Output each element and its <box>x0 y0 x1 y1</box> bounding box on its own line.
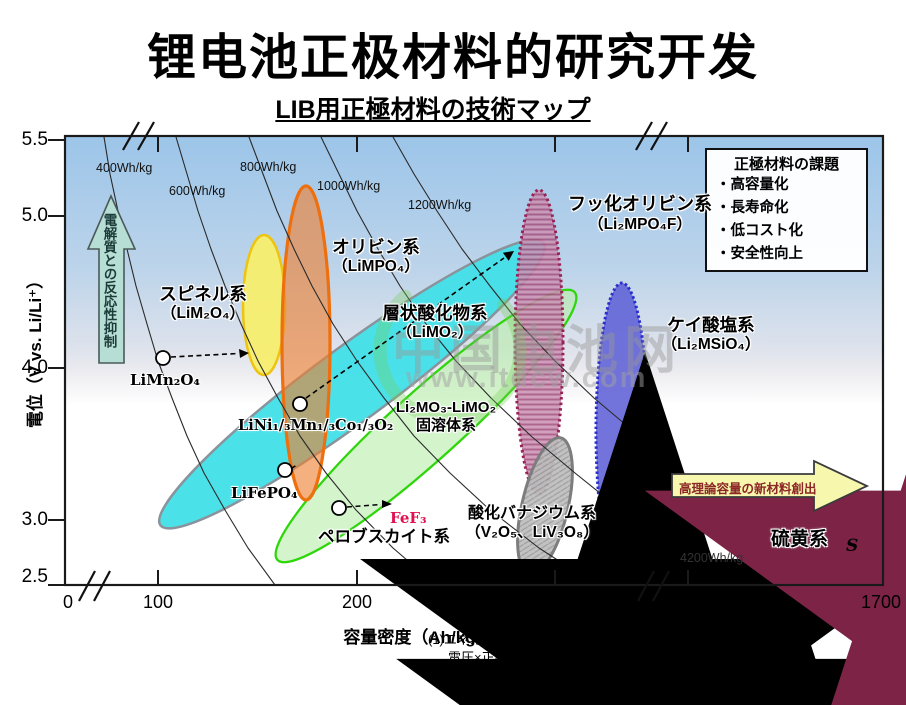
new-materials-arrow-shape <box>671 459 870 513</box>
arrowheads <box>239 251 514 508</box>
electrolyte-arrow-label: 電解質との反応性抑制 <box>101 213 117 348</box>
x-tick-200: 200 <box>341 592 373 612</box>
issue-item-capacity: ・高容量化 <box>716 177 789 193</box>
new-materials-arrow-label: 高理論容量の新材料創出 <box>679 482 817 496</box>
lifepo4-link-line <box>291 464 297 469</box>
limn2o4-arrow-line <box>170 352 239 358</box>
issues-box-title: 正極材料の課題 <box>733 156 839 173</box>
silicate-name: ケイ酸塩系 <box>667 315 755 335</box>
chart-title: LIB用正極材料の技術マップ <box>275 96 591 124</box>
spinel-formula: （LiM₂O₄） <box>160 305 246 323</box>
footnote-line3: (2)○は現行技術レベル、★は理論容量 <box>428 668 646 683</box>
contour-label-1200: 1200Wh/kg <box>408 198 472 212</box>
nmc-label: LiNi₁/₃Mn₁/₃Co₁/₃O₂ <box>238 417 394 434</box>
contour-1200 <box>392 136 660 454</box>
contour-label-1000: 1000Wh/kg <box>317 179 381 193</box>
issue-item-cost: ・低コスト化 <box>716 222 803 239</box>
issues-box: 正極材料の課題 ・高容量化 ・長寿命化 ・低コスト化 ・安全性向上 <box>705 148 868 272</box>
y-tick-5_5: 5.5 <box>21 129 48 150</box>
fef3-label: FeF₃ <box>390 509 427 527</box>
axis-break-marks <box>78 121 670 602</box>
x-tick-100: 100 <box>142 592 174 612</box>
layered-oxide-label: 層状酸化物系 （LiMO₂） <box>371 303 499 343</box>
y-tick-4_0: 4.0 <box>21 357 48 378</box>
olivine-name: オリビン系 <box>332 237 420 257</box>
x-axis-title: 容量密度（Ah/kg） <box>343 628 493 647</box>
ellipse-olivine <box>280 184 332 502</box>
solid-solution-line1: Li₂MO₃-LiMO₂ <box>395 399 497 416</box>
limn2o4-label: LiMn₂O₄ <box>130 371 200 389</box>
layered-formula: （LiMO₂） <box>396 324 474 342</box>
olivine-label: オリビン系 （LiMPO₄） <box>316 237 436 277</box>
x-tick-300: 300 <box>539 592 571 612</box>
x-tick-1600: 1600 <box>667 592 709 612</box>
silicate-label: ケイ酸塩系 （Li₂MSiO₄） <box>636 315 786 355</box>
contour-600 <box>175 136 437 586</box>
contour-label-600: 600Wh/kg <box>169 184 226 198</box>
olivine-formula: （LiMPO₄） <box>332 258 420 276</box>
y-tick-3_0: 3.0 <box>21 509 48 530</box>
sulfur-label: 硫黄系 <box>771 529 829 550</box>
silicate-formula: （Li₂MSiO₄） <box>661 336 761 354</box>
solid-solution-label: Li₂MO₃-LiMO₂ 固溶体系 <box>382 399 510 436</box>
ellipse-solid-solution <box>274 288 578 564</box>
y-tick-2_5: 2.5 <box>21 566 48 587</box>
contour-label-800: 800Wh/kg <box>240 160 297 174</box>
ellipse-fluoroolivine <box>513 188 565 496</box>
contour-1000 <box>320 136 652 529</box>
sulfur-symbol-label: S <box>846 536 859 556</box>
electrolyte-arrow-shape <box>86 194 137 364</box>
current-level-markers <box>155 350 347 516</box>
plot-frame <box>48 121 885 602</box>
y-axis-title: 電位（V vs. Li/Li⁺） <box>26 271 45 429</box>
material-ellipses <box>157 184 650 581</box>
vanadium-name: 酸化バナジウム系 <box>467 505 596 522</box>
nmc-arrow-line <box>305 257 505 399</box>
y-tick-5_0: 5.0 <box>21 205 48 226</box>
lifepo4-label: LiFePO₄ <box>231 484 298 502</box>
contour-label-4200: 4200Wh/kg <box>680 551 744 565</box>
fluoroolivine-label: フッ化オリビン系 （Li₂MPO₄F） <box>560 194 720 235</box>
nmc-circle-marker <box>292 396 308 412</box>
spinel-label: スピネル系 （LiM₂O₄） <box>148 284 258 324</box>
spinel-name: スピネル系 <box>159 284 247 304</box>
fluoroolivine-name: フッ化オリビン系 <box>568 194 712 214</box>
watermark-logo-swoosh <box>373 273 527 427</box>
fluoroolivine-formula: （Li₂MPO₄F） <box>588 215 692 233</box>
lifepo4-circle-marker <box>277 462 293 478</box>
fef3-circle-marker <box>331 500 347 516</box>
x-tick-0: 0 <box>62 592 73 612</box>
contour-label-400: 400Wh/kg <box>96 161 153 175</box>
footnote-line1: (1)エネルギー密度等高線は、[金属Li基準の平均 <box>428 632 705 647</box>
issue-item-safety: ・安全性向上 <box>716 245 803 262</box>
vanadium-formula: （V₂O₅、LiV₃O₈） <box>465 523 599 541</box>
perovskite-label: ペロブスカイト系 <box>318 528 450 546</box>
layered-name: 層状酸化物系 <box>382 303 488 323</box>
page-title: 锂电池正极材料的研究开发 <box>146 31 759 85</box>
solid-solution-line2: 固溶体系 <box>415 417 476 435</box>
issue-item-life: ・長寿命化 <box>716 199 789 216</box>
fef3-arrow-line <box>346 503 382 508</box>
limn2o4-circle-marker <box>155 350 171 366</box>
vanadium-label: 酸化バナジウム系 （V₂O₅、LiV₃O₈） <box>456 504 608 542</box>
trend-arrows <box>170 257 505 508</box>
footnote-line2: 電圧×正極活物質のみの容量密度] を示す <box>448 650 684 665</box>
x-tick-1700: 1700 <box>860 592 902 612</box>
